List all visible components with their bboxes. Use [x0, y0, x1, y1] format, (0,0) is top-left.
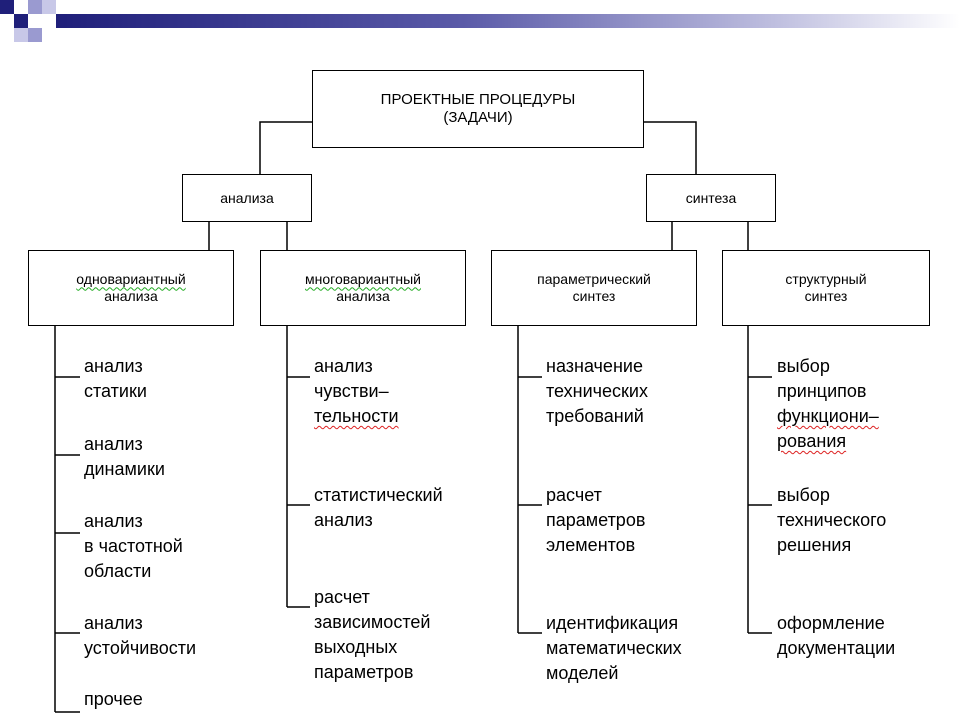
list-item: выбор технического решения: [777, 483, 886, 558]
category-label: многовариантный: [305, 270, 421, 287]
item-line: технических: [546, 381, 648, 401]
item-line: расчет: [314, 587, 370, 607]
header-gradient-bar: [56, 14, 960, 28]
item-line: математических: [546, 638, 682, 658]
item-line: тельности: [314, 406, 399, 426]
item-line: анализ: [314, 510, 373, 530]
category-label: структурный: [785, 270, 867, 287]
branch-label: анализа: [220, 189, 274, 206]
category-structural-synthesis: структурный синтез: [722, 250, 930, 326]
item-line: анализ: [84, 613, 143, 633]
item-line: выходных: [314, 637, 398, 657]
list-item: расчет параметров элементов: [546, 483, 645, 558]
branch-label: синтеза: [685, 189, 737, 206]
list-item: анализ устойчивости: [84, 611, 196, 661]
item-line: оформление: [777, 613, 885, 633]
item-line: идентификация: [546, 613, 679, 633]
item-line: статики: [84, 381, 147, 401]
item-line: выбор: [777, 485, 830, 505]
header-decoration: [0, 0, 960, 60]
list-item: назначение технических требований: [546, 354, 648, 429]
item-line: динамики: [84, 459, 165, 479]
list-item: анализ чувстви– тельности: [314, 354, 399, 429]
decor-square: [42, 0, 56, 14]
item-line: параметров: [314, 662, 414, 682]
category-label: анализа: [104, 288, 158, 304]
item-line: статистический: [314, 485, 443, 505]
item-line: моделей: [546, 663, 619, 683]
item-line: решения: [777, 535, 852, 555]
item-line: устойчивости: [84, 638, 197, 658]
item-line: параметров: [546, 510, 646, 530]
item-line: анализ: [84, 434, 143, 454]
list-item: анализ в частотной области: [84, 509, 183, 584]
item-line: расчет: [546, 485, 602, 505]
item-line: требований: [546, 406, 644, 426]
item-line: документации: [777, 638, 896, 658]
item-line: принципов: [777, 381, 867, 401]
category-label: синтез: [804, 288, 848, 304]
decor-square: [14, 14, 28, 28]
item-line: анализ: [314, 356, 373, 376]
list-item: статистический анализ: [314, 483, 443, 533]
item-line: элементов: [546, 535, 636, 555]
item-line: в частотной: [84, 536, 183, 556]
list-item: оформление документации: [777, 611, 895, 661]
root-subtitle: (ЗАДАЧИ): [443, 109, 513, 126]
category-label: параметрический: [537, 270, 651, 287]
item-line: технического: [777, 510, 887, 530]
list-item: прочее: [84, 687, 143, 712]
list-item: анализ динамики: [84, 432, 165, 482]
list-item: идентификация математических моделей: [546, 611, 682, 686]
item-line: рования: [777, 431, 847, 451]
root-node: ПРОЕКТНЫЕ ПРОЦЕДУРЫ (ЗАДАЧИ): [312, 70, 644, 148]
item-line: области: [84, 561, 152, 581]
category-single-variant-analysis: одновариантный анализа: [28, 250, 234, 326]
root-title: ПРОЕКТНЫЕ ПРОЦЕДУРЫ: [380, 91, 576, 108]
branch-analysis: анализа: [182, 174, 312, 222]
category-label: анализа: [336, 288, 390, 304]
decor-square: [28, 0, 42, 14]
item-line: чувстви–: [314, 381, 389, 401]
item-line: анализ: [84, 511, 143, 531]
list-item: расчет зависимостей выходных параметров: [314, 585, 430, 685]
decor-square: [14, 28, 28, 42]
decor-square: [28, 28, 42, 42]
decor-square: [0, 0, 14, 14]
category-multi-variant-analysis: многовариантный анализа: [260, 250, 466, 326]
category-parametric-synthesis: параметрический синтез: [491, 250, 697, 326]
item-line: выбор: [777, 356, 830, 376]
item-line: анализ: [84, 356, 143, 376]
category-label: синтез: [572, 288, 616, 304]
item-line: зависимостей: [314, 612, 431, 632]
item-line: назначение: [546, 356, 643, 376]
item-line: прочее: [84, 689, 143, 709]
list-item: выбор принципов функциони– рования: [777, 354, 879, 454]
category-label: одновариантный: [76, 270, 186, 287]
branch-synthesis: синтеза: [646, 174, 776, 222]
item-line: функциони–: [777, 406, 879, 426]
list-item: анализ статики: [84, 354, 147, 404]
